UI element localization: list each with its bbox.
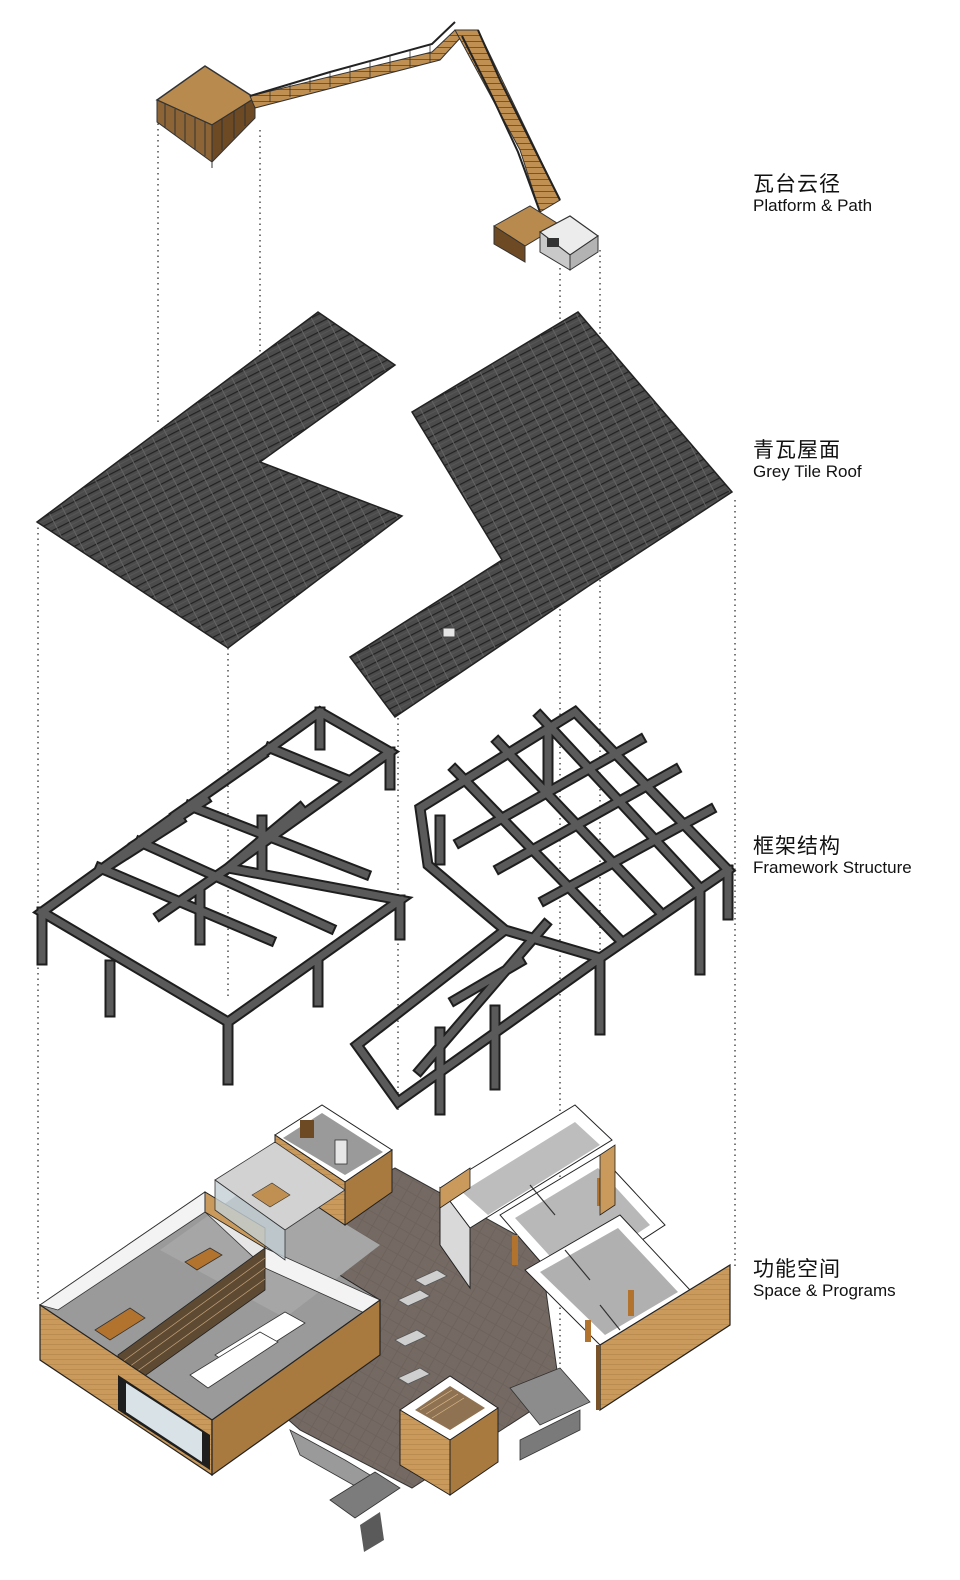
label-space-programs-zh: 功能空间 bbox=[753, 1257, 841, 1281]
label-space-programs: 功能空间 Space & Programs bbox=[753, 1257, 896, 1301]
label-tile-roof-zh: 青瓦屋面 bbox=[753, 438, 841, 462]
label-tile-roof-en: Grey Tile Roof bbox=[753, 462, 862, 481]
label-framework-zh: 框架结构 bbox=[753, 834, 841, 858]
framework-layer bbox=[31, 704, 737, 1116]
label-platform-path: 瓦台云径 Platform & Path bbox=[753, 172, 872, 216]
label-space-programs-en: Space & Programs bbox=[753, 1281, 896, 1300]
label-platform-path-en: Platform & Path bbox=[753, 196, 873, 215]
space-programs-layer bbox=[39, 1104, 731, 1552]
label-tile-roof: 青瓦屋面 Grey Tile Roof bbox=[753, 438, 862, 482]
platform-path-layer bbox=[155, 21, 600, 271]
label-platform-path-zh: 瓦台云径 bbox=[753, 172, 841, 196]
skylight bbox=[442, 627, 456, 638]
tile-roof-layer bbox=[35, 311, 734, 719]
label-framework-en: Framework Structure bbox=[753, 858, 912, 877]
label-framework: 框架结构 Framework Structure bbox=[753, 834, 912, 878]
